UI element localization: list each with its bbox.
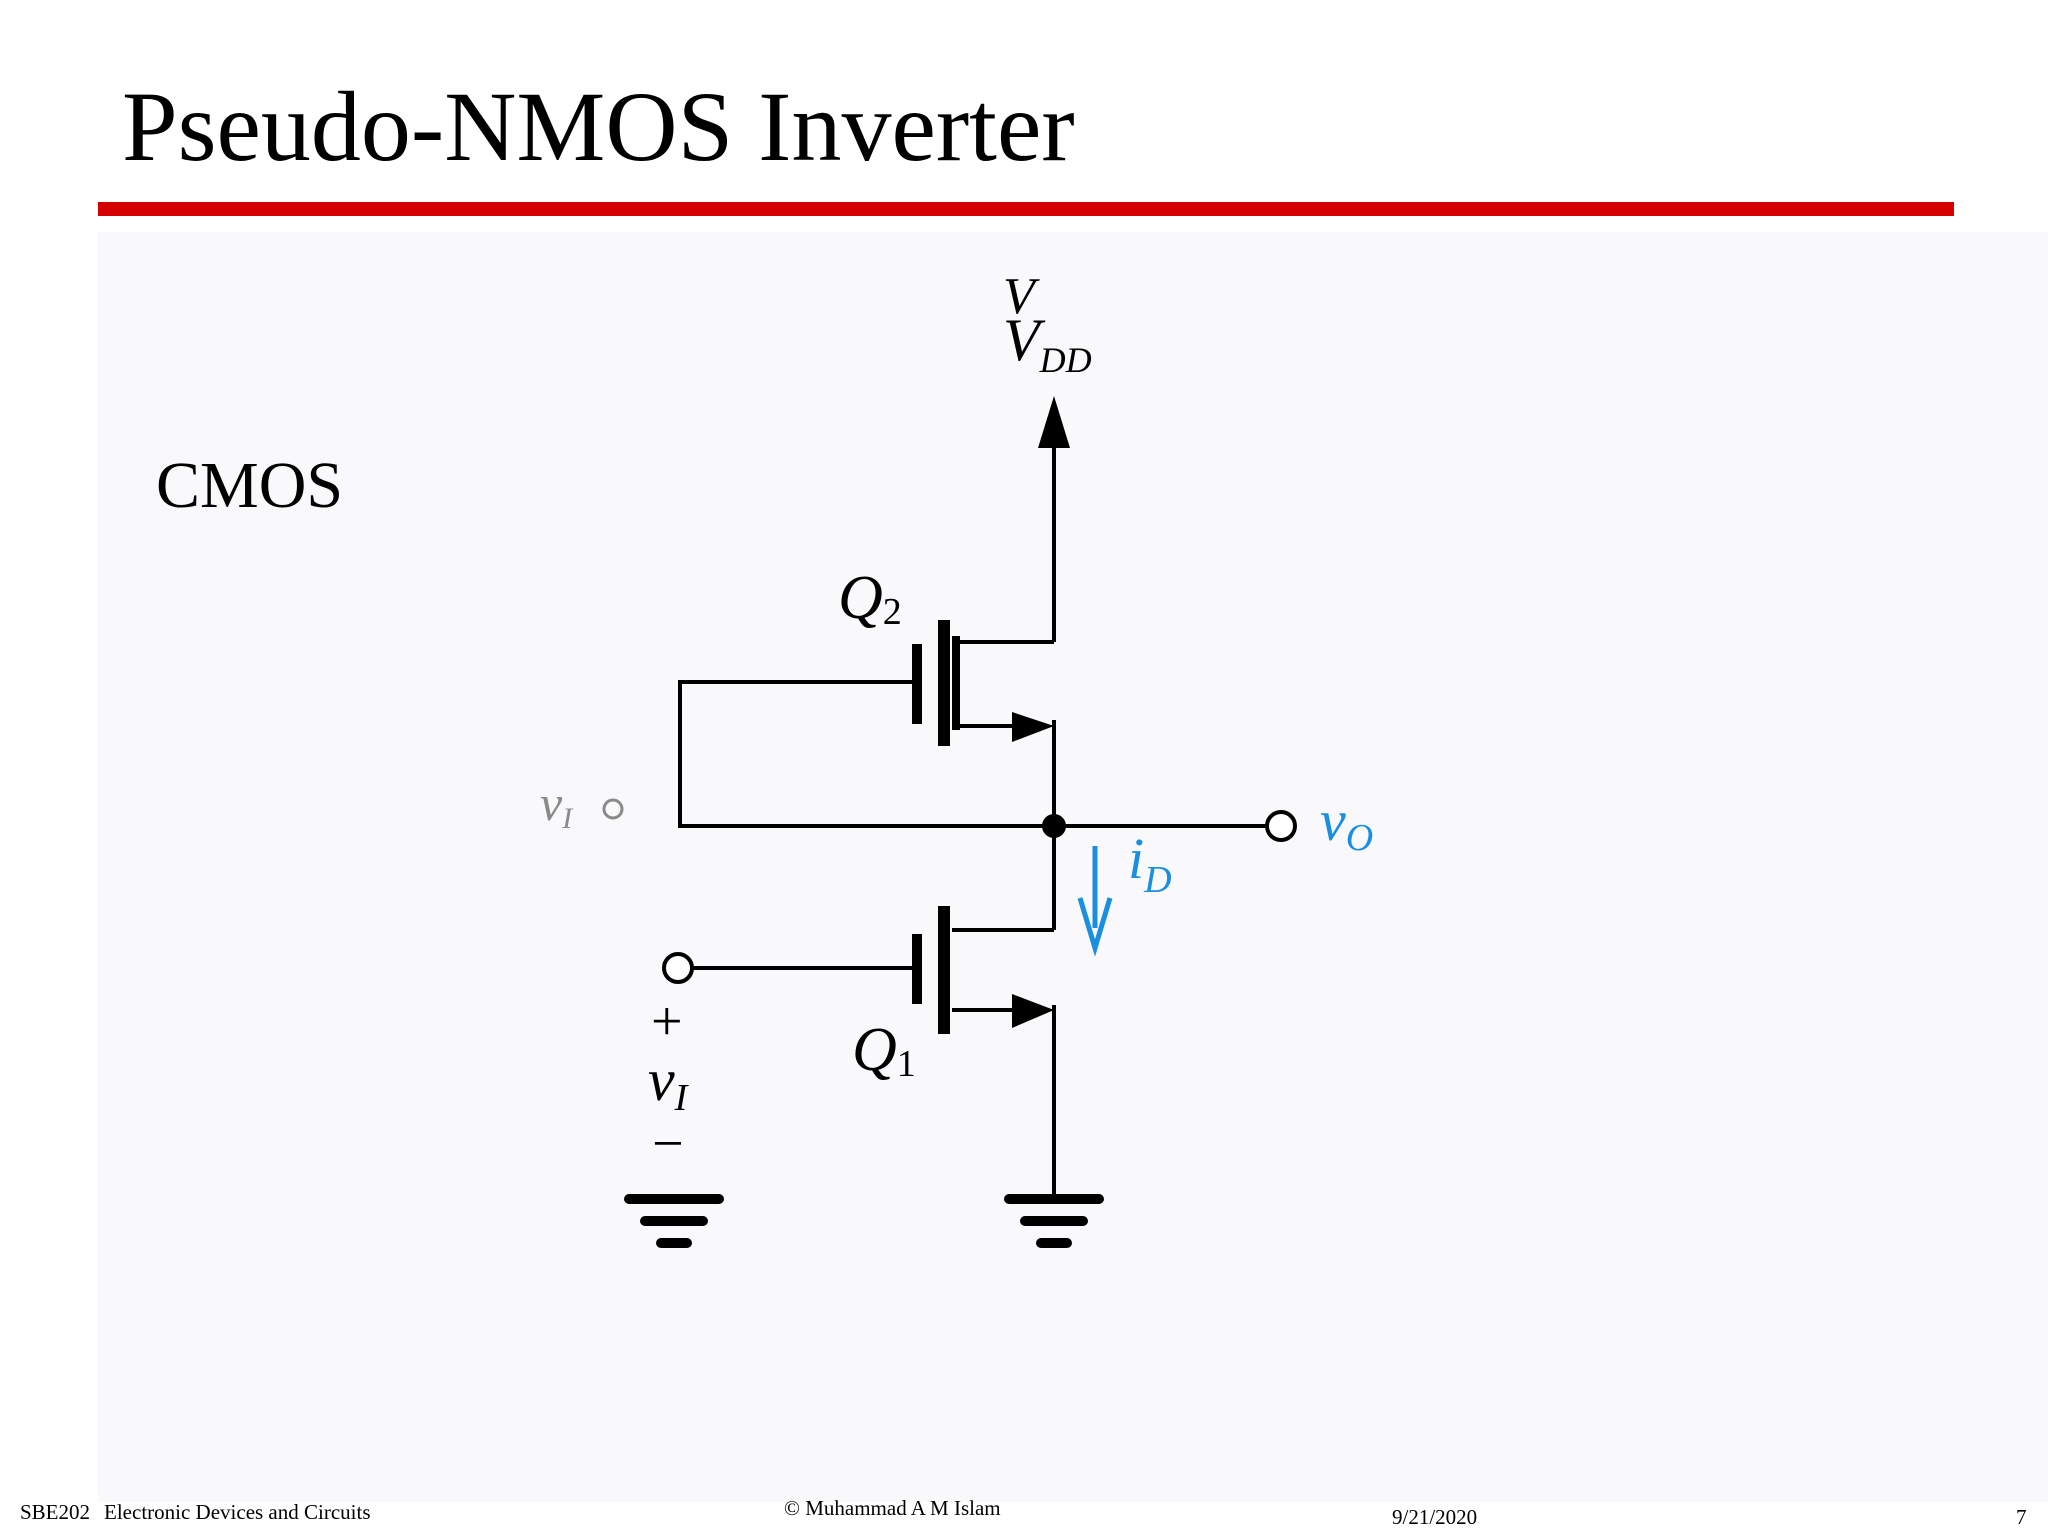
q2-source-arrow-icon xyxy=(1012,712,1054,742)
footer-date: 9/21/2020 xyxy=(1392,1505,1478,1529)
q2-gate-feedback-wire xyxy=(678,680,1054,828)
footer-copyright: © Muhammad A M Islam xyxy=(784,1496,1001,1520)
vo-label: vO xyxy=(1320,788,1373,859)
drain-current-arrow-icon xyxy=(1077,846,1113,957)
input-ground-icon xyxy=(624,1194,724,1248)
output-node-dot xyxy=(1042,814,1066,838)
plus-sign: + xyxy=(651,991,683,1053)
footer-page-number: 7 xyxy=(2016,1505,2027,1529)
footer-course-name: Electronic Devices and Circuits xyxy=(104,1500,371,1524)
q1-label: Q1 xyxy=(852,1016,916,1085)
faded-input-terminal xyxy=(602,798,624,820)
subtitle-cmos: CMOS xyxy=(156,449,344,522)
q1-gate-plate xyxy=(912,934,922,1004)
q2-channel-inner xyxy=(952,636,960,730)
vdd-arrow-icon xyxy=(1038,396,1070,448)
input-terminal xyxy=(662,952,694,984)
q2-channel xyxy=(938,620,950,746)
q1-transistor xyxy=(912,906,1054,1034)
output-terminal xyxy=(1265,810,1297,842)
footer-course-code: SBE202 xyxy=(20,1500,91,1524)
slide-title: Pseudo-NMOS Inverter xyxy=(122,71,1075,182)
vdd-label-ghost: V xyxy=(1003,268,1040,325)
title-rule xyxy=(98,202,1954,216)
q2-gate-plate xyxy=(912,644,922,724)
q1-channel xyxy=(938,906,950,1034)
vdd-label: VDD xyxy=(1003,307,1092,380)
q1-source-arrow-icon xyxy=(1012,994,1054,1028)
source-ground-icon xyxy=(1004,1194,1104,1248)
id-label: iD xyxy=(1128,826,1172,901)
vi-label: vI xyxy=(648,1047,690,1119)
q2-transistor xyxy=(912,620,1054,746)
diagram-panel xyxy=(98,232,2048,1502)
q2-label: Q2 xyxy=(838,564,902,633)
faded-vi-label: vI xyxy=(540,775,574,835)
footer-course: SBE202 Electronic Devices and Circuits xyxy=(20,1500,371,1525)
minus-sign: − xyxy=(652,1113,684,1175)
